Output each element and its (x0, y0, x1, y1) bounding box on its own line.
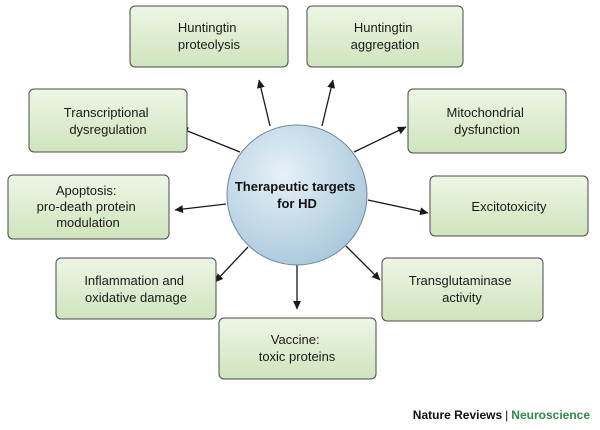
node-label-line: Inflammation and (84, 273, 184, 288)
node-label-line: toxic proteins (259, 349, 336, 364)
node-label-line: aggregation (351, 37, 420, 52)
node-label: Transglutaminase activity (409, 273, 515, 305)
credit-separator: | (505, 408, 509, 422)
center-label-line-1: Therapeutic targets (235, 179, 356, 194)
publisher-credit: Nature Reviews|Neuroscience (413, 408, 590, 422)
arrows-group (174, 79, 429, 310)
arrow-to-apoptosis-modulation (174, 203, 227, 214)
node-box (407, 88, 567, 154)
publisher-name: Nature Reviews (412, 408, 503, 422)
node-label-line: Huntingtin (178, 20, 237, 35)
node-label-line: Excitotoxicity (471, 199, 547, 214)
node-box (218, 317, 377, 380)
node-box (7, 174, 170, 240)
node-label: Apoptosis: pro-death protein modulation (37, 183, 140, 230)
node-label-line: oxidative damage (85, 290, 187, 305)
node-label-line: proteolysis (178, 37, 241, 52)
node-box (129, 5, 289, 68)
arrow-to-inflammation-oxidative-damage (214, 246, 249, 283)
node-label-line: Apoptosis: (56, 183, 117, 198)
node-label-line: Transglutaminase (409, 273, 512, 288)
node-label-line: Transcriptional (64, 105, 149, 120)
node-label-line: Huntingtin (354, 20, 413, 35)
node-label-line: Mitochondrial (447, 105, 524, 120)
node-box (381, 257, 544, 322)
node-excitotoxicity: Excitotoxicity (429, 175, 589, 237)
center-label-line-2: for HD (277, 196, 317, 211)
node-label-line: dysregulation (69, 122, 146, 137)
node-label: Mitochondrial dysfunction (447, 105, 528, 137)
node-box (28, 88, 188, 153)
journal-name: Neuroscience (511, 408, 590, 422)
node-label: Huntingtin proteolysis (178, 20, 241, 52)
node-mitochondrial-dysfunction: Mitochondrial dysfunction (407, 88, 567, 154)
node-label-line: dysfunction (454, 122, 520, 137)
node-transcriptional-dysregulation: Transcriptional dysregulation (28, 88, 188, 153)
node-inflammation-oxidative-damage: Inflammation and oxidative damage (55, 257, 217, 320)
node-label-line: activity (442, 290, 482, 305)
arrow-to-transcriptional-dysregulation (179, 127, 241, 153)
node-label: Excitotoxicity (471, 199, 547, 214)
center-circle (226, 124, 368, 266)
node-label: Transcriptional dysregulation (64, 105, 152, 137)
node-huntingtin-aggregation: Huntingtin aggregation (306, 5, 464, 68)
center-label: Therapeutic targets for HD (235, 179, 359, 211)
arrow-to-transglutaminase-activity (345, 245, 381, 281)
node-label: Inflammation and oxidative damage (84, 273, 187, 305)
nodes-group: Huntingtin proteolysis Huntingtin aggreg… (7, 5, 589, 380)
arrow-to-huntingtin-aggregation (321, 79, 336, 127)
arrow-to-excitotoxicity (367, 199, 429, 216)
node-apoptosis-modulation: Apoptosis: pro-death protein modulation (7, 174, 170, 240)
arrow-to-mitochondrial-dysfunction (353, 126, 407, 153)
arrow-to-huntingtin-proteolysis (256, 79, 271, 127)
node-label-line: Vaccine: (271, 332, 320, 347)
node-box (55, 257, 217, 320)
node-transglutaminase-activity: Transglutaminase activity (381, 257, 544, 322)
node-label-line: modulation (56, 215, 120, 230)
node-vaccine-toxic-proteins: Vaccine: toxic proteins (218, 317, 377, 380)
center-node: Therapeutic targets for HD (226, 124, 368, 266)
node-label: Huntingtin aggregation (351, 20, 420, 52)
node-box (306, 5, 464, 68)
node-box (429, 175, 589, 237)
node-huntingtin-proteolysis: Huntingtin proteolysis (129, 5, 289, 68)
node-label-line: pro-death protein (37, 199, 136, 214)
node-label: Vaccine: toxic proteins (259, 332, 336, 364)
